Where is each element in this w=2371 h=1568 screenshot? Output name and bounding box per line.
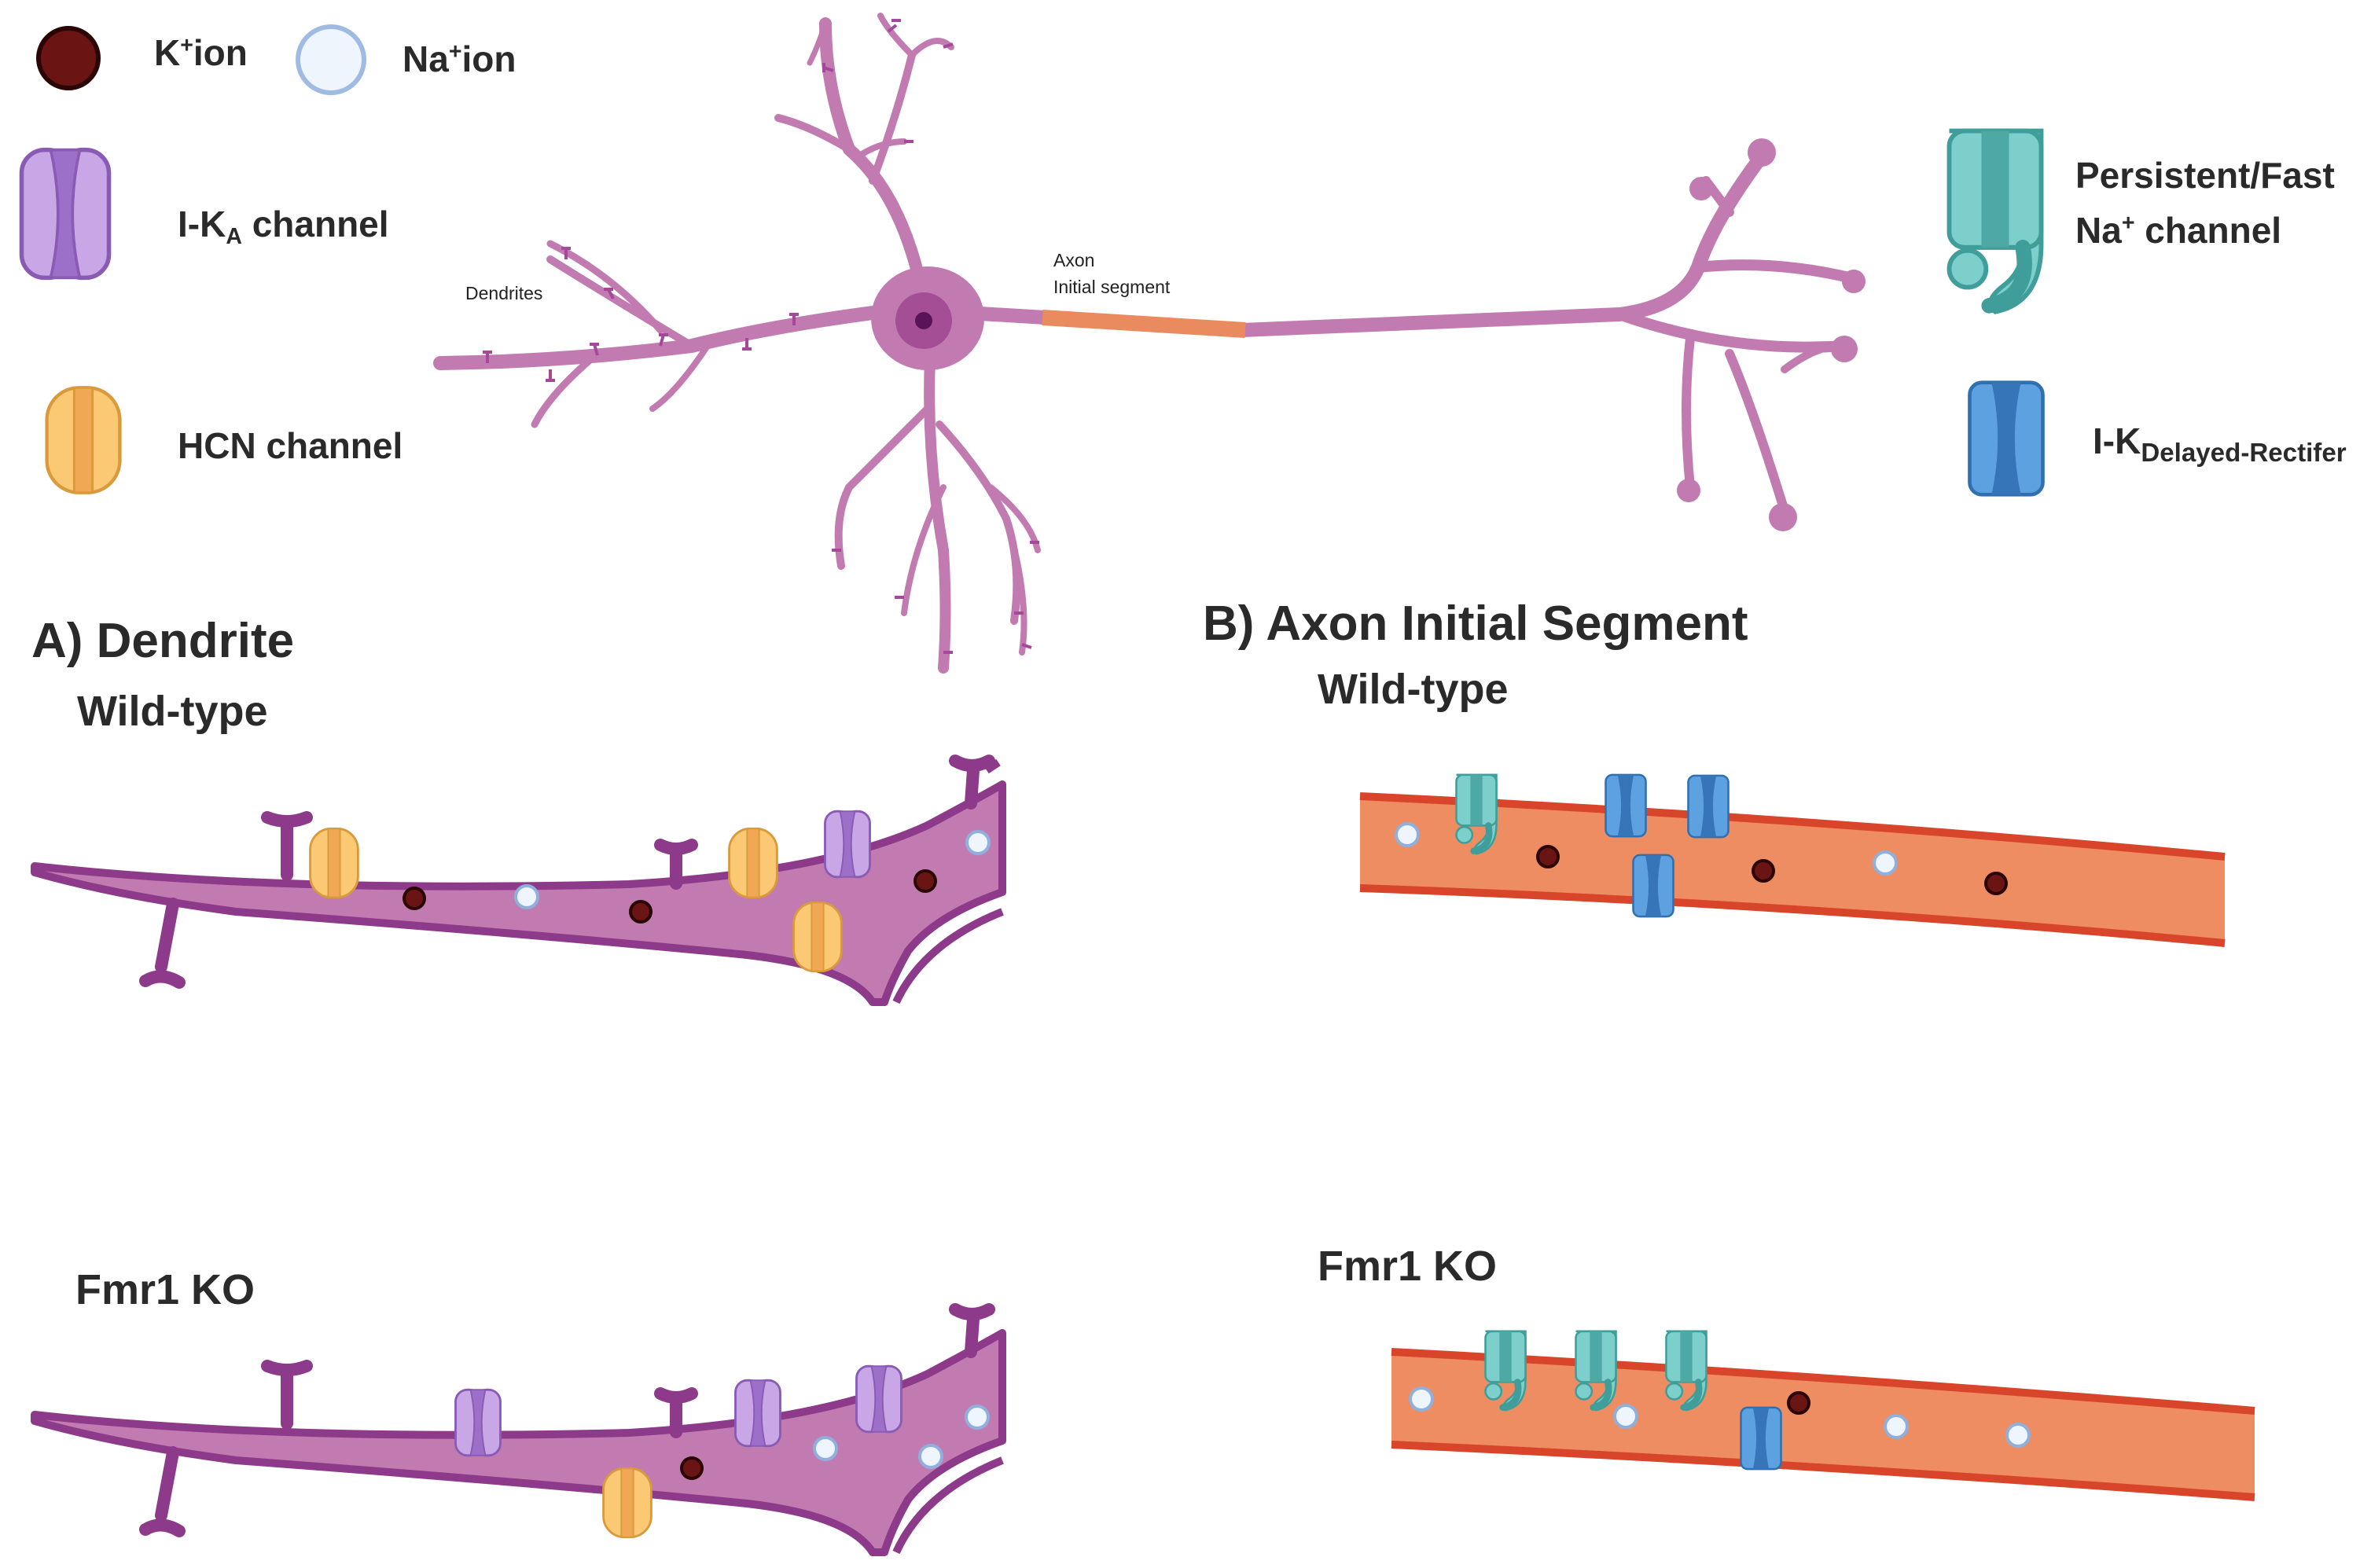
- na-channel-label-line1: Persistent/Fast: [2075, 155, 2335, 196]
- ikdr-channel-legend-icon: [1970, 383, 2043, 495]
- ika-channel-legend-icon: [22, 150, 109, 278]
- axon-initial-segment-mark: [1042, 310, 1246, 338]
- na-ion-label: Na+ion: [403, 39, 516, 79]
- ikdr-channel-label: I-KDelayed-Rectifer: [2093, 420, 2347, 468]
- na-channel-label-line2: Na+ channel: [2075, 210, 2282, 251]
- hcn-channel-legend-icon: [47, 387, 120, 492]
- panel-a-wildtype-label: Wild-type: [77, 688, 268, 735]
- panel-a-title: A) Dendrite: [31, 614, 295, 668]
- neuron-illustration: [433, 13, 1861, 674]
- dendrite-wildtype-segment: [31, 755, 1006, 1006]
- dendrite-ko-segment: [31, 1303, 1006, 1556]
- initial-segment-label: Initial segment: [1053, 277, 1171, 297]
- dendritic-spines: [483, 19, 1039, 654]
- dendrites-label: Dendrites: [465, 283, 543, 303]
- neuron-cell-body: [871, 266, 984, 370]
- panel-a-ko-label: Fmr1 KO: [75, 1266, 255, 1313]
- k-ion-label: K+ion: [154, 32, 248, 73]
- hcn-channel-label: HCN channel: [178, 425, 403, 466]
- axon-terminal-boutons: [1677, 138, 1866, 531]
- k-ion-legend-icon: [36, 26, 101, 90]
- axon-label: Axon: [1053, 250, 1095, 270]
- panel-b-ko-label: Fmr1 KO: [1318, 1243, 1498, 1290]
- na-ion-legend-icon: [296, 24, 366, 95]
- panel-b-wildtype-label: Wild-type: [1318, 666, 1509, 713]
- ika-channel-label: I-KA channel: [178, 204, 389, 249]
- na-channel-legend-icon: [1950, 131, 2042, 312]
- panel-b-title: B) Axon Initial Segment: [1203, 597, 1748, 651]
